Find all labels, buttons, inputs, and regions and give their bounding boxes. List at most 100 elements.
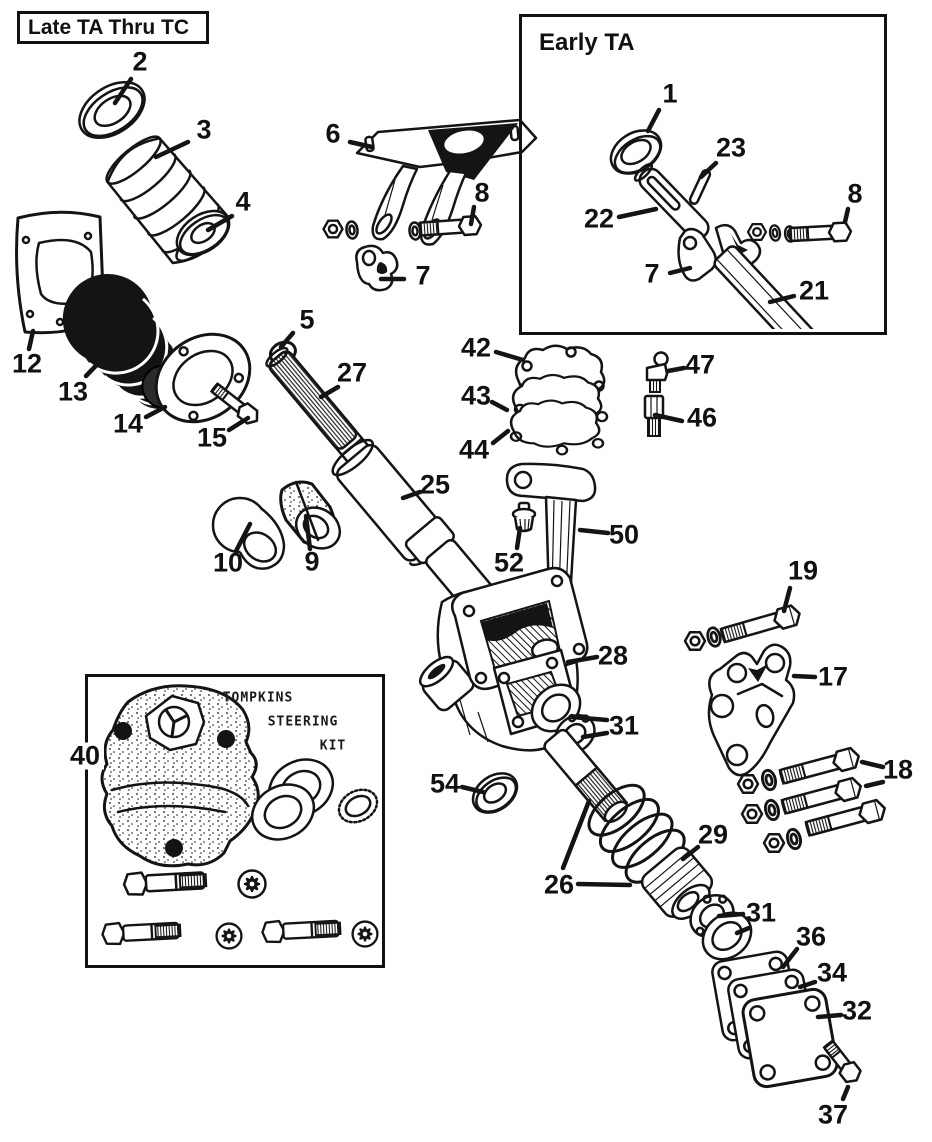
callout-27: 27 [336, 357, 368, 388]
part-15-bolt [209, 382, 259, 425]
part-22-slotted-shaft [633, 162, 710, 241]
leader-line-19 [781, 585, 793, 614]
leader-line-42 [493, 349, 526, 363]
leader-line-29 [680, 844, 701, 862]
part-17-bracket-plate [707, 643, 796, 777]
leader-line-21 [767, 293, 797, 305]
kit-text-line3: KIT [319, 738, 347, 754]
part-7-clamp [355, 244, 399, 292]
early-ta-title: Early TA [539, 29, 635, 56]
callout-43: 43 [460, 380, 492, 411]
part-46-adapter [643, 394, 665, 437]
part-31-bearing-lower [689, 894, 753, 961]
callout-54: 54 [429, 768, 461, 799]
kit-text-line1: TOMPKINS [222, 690, 294, 706]
callout-leader-lines [26, 76, 886, 1102]
leader-line-26 [575, 881, 633, 888]
callout-42: 42 [460, 332, 492, 363]
part-8-bolt-hardware [322, 214, 483, 242]
leader-line-25 [400, 489, 423, 501]
part-29-bellows [587, 783, 714, 920]
callout-37: 37 [817, 1099, 849, 1130]
leader-line-2 [112, 76, 134, 106]
callout-47: 47 [684, 349, 716, 380]
leader-line-46 [652, 412, 685, 424]
callout-52: 52 [493, 547, 525, 578]
kit-cover-assembly [100, 684, 260, 868]
callout-2: 2 [132, 46, 148, 77]
leader-line-14 [143, 404, 168, 420]
callout-44: 44 [458, 434, 490, 465]
part-52-plug [511, 501, 537, 533]
callout-31a: 31 [608, 710, 640, 741]
callout-7a: 7 [415, 260, 431, 291]
part-1-felt-ring [609, 129, 663, 175]
leader-line-17 [791, 673, 818, 680]
kit-washers [250, 758, 379, 841]
leader-line-4 [205, 213, 235, 233]
leader-line-18 [859, 759, 886, 770]
callout-1: 1 [662, 78, 678, 109]
leader-line-3 [153, 139, 191, 160]
leader-line-54 [459, 784, 486, 795]
callout-29: 29 [697, 819, 729, 850]
leader-line-12 [26, 328, 36, 352]
leader-line-7b [667, 265, 693, 276]
leader-line-28 [565, 654, 600, 665]
leader-line-31a [569, 714, 610, 723]
leader-line-10 [233, 521, 253, 554]
leader-line-31a [580, 730, 610, 740]
callout-23: 23 [715, 132, 747, 163]
leader-line-6 [347, 139, 375, 150]
callout-6: 6 [325, 118, 341, 149]
leader-line-37 [840, 1084, 851, 1102]
callout-8b: 8 [847, 178, 863, 209]
callout-21: 21 [798, 275, 830, 306]
callout-31b: 31 [745, 897, 777, 928]
leader-line-31b [734, 925, 752, 936]
callout-17: 17 [817, 661, 849, 692]
tompkins-kit-box [85, 674, 385, 968]
part-44-gasket [509, 399, 605, 456]
kit-lock-washer [337, 788, 379, 824]
callout-18: 18 [882, 754, 914, 785]
leader-line-9 [303, 513, 313, 552]
leader-line-23 [698, 160, 719, 180]
callout-32: 32 [841, 995, 873, 1026]
callout-7b: 7 [644, 258, 660, 289]
callout-14: 14 [112, 408, 144, 439]
callout-34: 34 [816, 957, 848, 988]
part-32-end-plate [741, 987, 839, 1089]
callout-50: 50 [608, 519, 640, 550]
callout-4: 4 [235, 186, 251, 217]
leader-line-5 [278, 330, 296, 350]
callout-12: 12 [11, 348, 43, 379]
leader-line-13 [83, 344, 117, 379]
leader-line-34 [797, 979, 818, 990]
leader-line-43 [489, 399, 510, 413]
callout-40: 40 [65, 742, 105, 770]
part-31-bearing-upper [530, 683, 596, 755]
kit-text-line2: STEERING [267, 714, 339, 730]
leader-line-36 [780, 946, 800, 970]
callout-25: 25 [419, 469, 451, 500]
late-ta-label-box: Late TA Thru TC [17, 11, 209, 44]
leader-line-32 [815, 1012, 844, 1020]
callout-26: 26 [543, 869, 575, 900]
leader-line-26 [560, 798, 592, 871]
callout-13: 13 [57, 376, 89, 407]
leader-line-44 [490, 428, 511, 446]
callout-46: 46 [686, 402, 718, 433]
callout-15: 15 [196, 422, 228, 453]
late-ta-title: Late TA Thru TC [28, 16, 189, 39]
early-ta-box: Early TA [519, 14, 887, 335]
part-54-washer [471, 772, 519, 814]
leader-line-8a [468, 204, 477, 227]
part-2-felt-ring [78, 81, 146, 139]
callout-22: 22 [583, 203, 615, 234]
leader-line-27 [318, 384, 341, 400]
part-10-bushing [211, 496, 286, 570]
leader-line-47 [665, 365, 687, 374]
